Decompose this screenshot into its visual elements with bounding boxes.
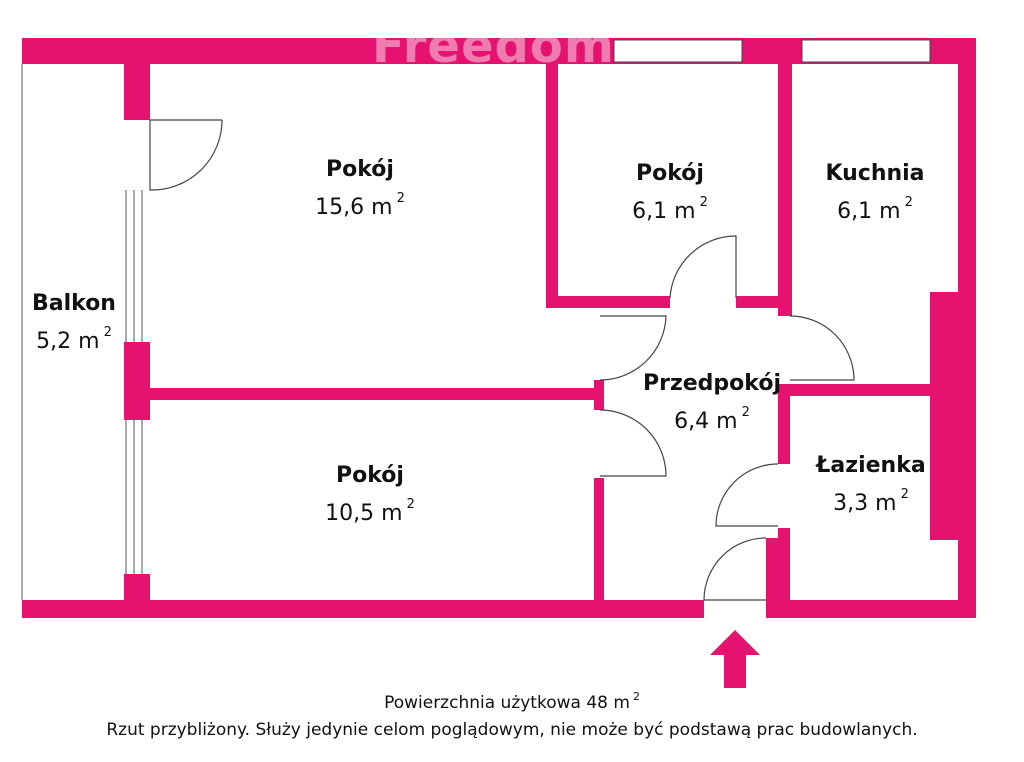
disclaimer: Rzut przybliżony. Służy jedynie celom po… bbox=[106, 720, 918, 740]
window-top-small bbox=[613, 39, 743, 63]
logo-watermark: Freedom bbox=[372, 18, 615, 74]
wall-bottom bbox=[22, 600, 976, 618]
entrance-gap bbox=[704, 598, 766, 620]
door-bathroom bbox=[715, 463, 779, 527]
wall-bathroom-left-bottom bbox=[778, 528, 790, 602]
wall-kitchen-bottom bbox=[778, 384, 958, 396]
wall-right-thick bbox=[930, 292, 960, 540]
door-small-room bbox=[669, 235, 737, 299]
wall-balcony-mid bbox=[124, 342, 150, 420]
door-kitchen bbox=[789, 315, 855, 381]
wall-corridor-left-bottom bbox=[594, 478, 604, 602]
wall-right bbox=[958, 38, 976, 618]
wall-entry-stub bbox=[766, 538, 780, 602]
wall-balcony-bottom bbox=[124, 574, 150, 602]
window-top-kitchen bbox=[801, 39, 931, 63]
wall-small-room-bottom-a bbox=[546, 296, 670, 308]
wall-rooms-divider bbox=[150, 388, 600, 400]
wall-bathroom-left-top bbox=[778, 384, 790, 464]
door-entrance bbox=[703, 537, 767, 601]
wall-corridor-left-mid bbox=[594, 380, 604, 410]
wall-kitchen-left bbox=[778, 64, 792, 316]
door-big-room bbox=[599, 315, 667, 381]
wall-balcony-top bbox=[124, 64, 150, 120]
wall-small-room-left bbox=[546, 64, 558, 308]
door-balcony bbox=[149, 119, 223, 191]
entrance-arrow-icon bbox=[710, 630, 760, 688]
wall-small-room-bottom-b bbox=[736, 296, 784, 308]
door-bottom-room bbox=[599, 409, 667, 477]
